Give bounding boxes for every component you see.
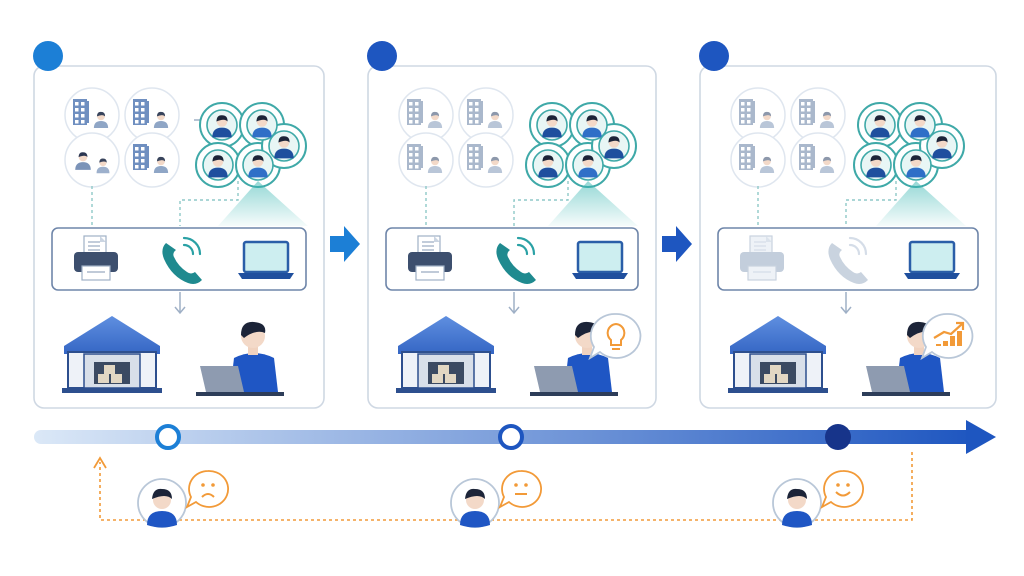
printer-icon <box>740 235 784 281</box>
org-contact-pair <box>790 132 846 188</box>
contact-icon <box>153 111 169 129</box>
team-member-icon <box>598 130 630 162</box>
contact-icon <box>819 156 835 174</box>
stage-transition-arrow <box>330 226 360 262</box>
team-member-icon <box>864 109 896 141</box>
employee-at-laptop-icon <box>196 321 284 396</box>
stage-panel-2 <box>367 41 657 409</box>
org-contact-pair <box>458 132 514 188</box>
team-member-icon <box>576 109 608 141</box>
smile-face-icon <box>835 483 851 497</box>
connection-beam <box>876 181 966 226</box>
warehouse-icon <box>62 316 162 393</box>
org-contact-pair <box>398 132 454 188</box>
connection-beam <box>218 181 308 226</box>
contact-icon <box>819 111 835 129</box>
team-member-icon <box>532 149 564 181</box>
org-contact-pair <box>124 132 180 188</box>
org-contact-pair <box>790 87 846 143</box>
contact-icon <box>96 158 110 174</box>
org-contact-pair <box>124 87 180 143</box>
connected-team-cluster <box>195 102 307 188</box>
team-member-icon <box>572 149 604 181</box>
idea-bubble <box>588 313 642 361</box>
org-contact-pair <box>730 87 786 143</box>
dotted-connector <box>757 181 897 226</box>
stage-marker-3 <box>699 41 729 71</box>
growth-chart-icon <box>933 321 965 346</box>
stage-panel-1 <box>33 41 325 409</box>
progress-timeline <box>34 420 996 454</box>
contact-icon <box>93 111 109 129</box>
neutral-face-icon <box>514 483 528 495</box>
printer-icon <box>408 235 452 281</box>
team-member-icon <box>904 109 936 141</box>
contact-icon <box>487 111 503 129</box>
team-member-icon <box>268 130 300 162</box>
laptop-icon <box>238 240 294 279</box>
mood-bubble <box>185 470 229 510</box>
contact-icon <box>427 156 443 174</box>
down-arrow <box>174 292 186 315</box>
phone-icon <box>828 236 868 284</box>
timeline-arrowhead <box>966 420 996 454</box>
contact-icon <box>759 156 775 174</box>
customer-smile <box>772 470 864 528</box>
connected-team-cluster <box>853 102 965 188</box>
team-member-icon <box>900 149 932 181</box>
timeline-node-2 <box>498 424 524 450</box>
stage-panel-3 <box>699 41 997 409</box>
team-member-icon <box>206 109 238 141</box>
contact-icon <box>153 156 169 174</box>
phone-icon <box>162 236 202 284</box>
mood-bubble <box>820 470 864 510</box>
frown-face-icon <box>201 483 215 498</box>
org-contact-pair <box>730 132 786 188</box>
laptop-icon <box>572 240 628 279</box>
team-member-icon <box>242 149 274 181</box>
lightbulb-icon <box>606 322 626 350</box>
contact-icon <box>427 111 443 129</box>
customer-feedback-loop <box>93 452 913 528</box>
team-member-icon <box>926 130 958 162</box>
team-member-icon <box>860 149 892 181</box>
connection-beam <box>548 181 638 226</box>
mood-bubble <box>498 470 542 510</box>
loop-arrowhead <box>93 456 107 469</box>
timeline-node-1 <box>155 424 181 450</box>
employee-at-laptop-icon <box>530 321 618 396</box>
contact-icon <box>487 156 503 174</box>
laptop-icon <box>904 240 960 279</box>
org-contact-pair <box>64 87 120 143</box>
dotted-connector <box>425 181 569 226</box>
timeline-node-3 <box>825 424 851 450</box>
growth-bubble <box>920 313 974 361</box>
stage-marker-2 <box>367 41 397 71</box>
team-member-icon <box>246 109 278 141</box>
phone-icon <box>496 236 536 284</box>
team-member-icon <box>536 109 568 141</box>
warehouse-icon <box>396 316 496 393</box>
down-arrow <box>840 292 852 315</box>
contact-icon <box>75 152 91 170</box>
customer-frown <box>137 470 229 528</box>
contact-pair <box>64 132 120 188</box>
warehouse-icon <box>728 316 828 393</box>
stage-transition-arrow <box>662 226 692 262</box>
customer-neutral <box>450 470 542 528</box>
printer-icon <box>74 235 118 281</box>
org-contact-pair <box>458 87 514 143</box>
team-member-icon <box>202 149 234 181</box>
org-contact-pair <box>398 87 454 143</box>
contact-icon <box>759 111 775 129</box>
down-arrow <box>508 292 520 315</box>
stage-marker-1 <box>33 41 63 71</box>
dotted-connector <box>91 181 239 226</box>
